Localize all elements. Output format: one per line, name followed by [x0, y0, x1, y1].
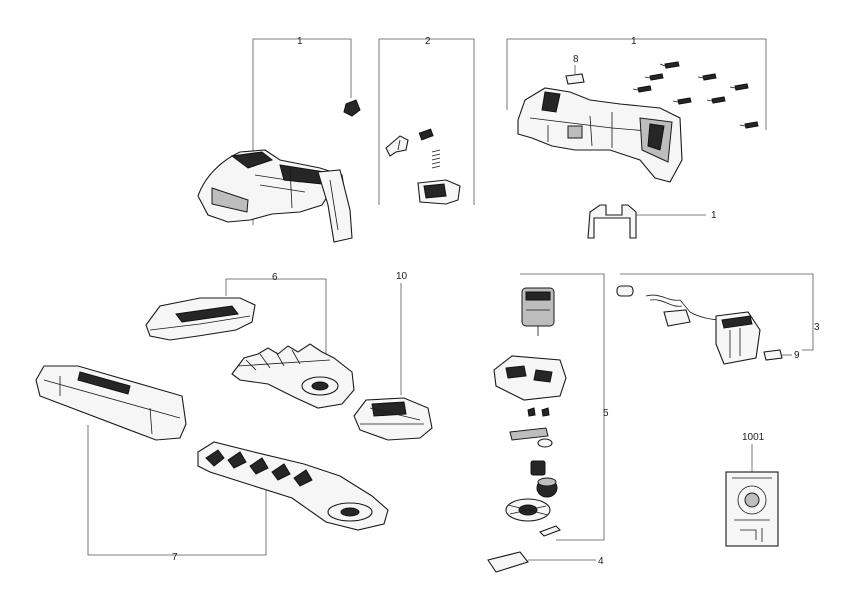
callout-label-cover: 6 — [272, 272, 278, 283]
gear-cover-part — [353, 397, 433, 441]
callout-label-battery: 4 — [598, 556, 604, 567]
callout-group-gearbox: 5 — [520, 273, 609, 541]
callout-group-blade: 7 — [87, 425, 267, 563]
handle-housing-part — [197, 99, 361, 243]
battery-part: 4 — [487, 551, 604, 573]
callout-group-switch: 2 — [378, 36, 475, 205]
callout-label-gearbox: 5 — [603, 408, 609, 419]
callout-label-handle: 1 — [297, 36, 303, 47]
blade-assembly-part — [197, 441, 389, 531]
callout-group-handle: 1 — [252, 36, 352, 225]
callout-label-sticker: 9 — [794, 350, 800, 361]
callout-group-cover: 6 — [225, 272, 327, 375]
callout-label-switch: 2 — [425, 36, 431, 47]
motor-housing-part — [517, 73, 683, 183]
documentation-part: 1001 — [725, 432, 779, 547]
callout-group-electronics: 3 — [620, 273, 820, 351]
callout-label-housing: 1 — [631, 36, 637, 47]
gearbox-parts — [493, 287, 567, 537]
callout-label-name-plate: 8 — [573, 54, 579, 65]
callout-group-housing: 1 8 — [506, 36, 767, 130]
callout-label-gear-cover: 10 — [396, 271, 408, 282]
callout-label-documentation: 1001 — [742, 432, 765, 443]
blade-guard-part — [35, 365, 187, 441]
callout-group-gear-cover: 10 — [396, 271, 408, 395]
switch-parts — [385, 128, 461, 205]
comb-blade-part — [231, 343, 355, 409]
callout-label-electronics: 3 — [814, 322, 820, 333]
clip-part: 1 — [587, 204, 717, 239]
screw-set — [632, 61, 759, 129]
callout-label-blade: 7 — [172, 552, 178, 563]
electronics-parts: 9 — [616, 285, 800, 365]
callout-label-clip: 1 — [711, 210, 717, 221]
top-cover-part — [145, 297, 256, 341]
